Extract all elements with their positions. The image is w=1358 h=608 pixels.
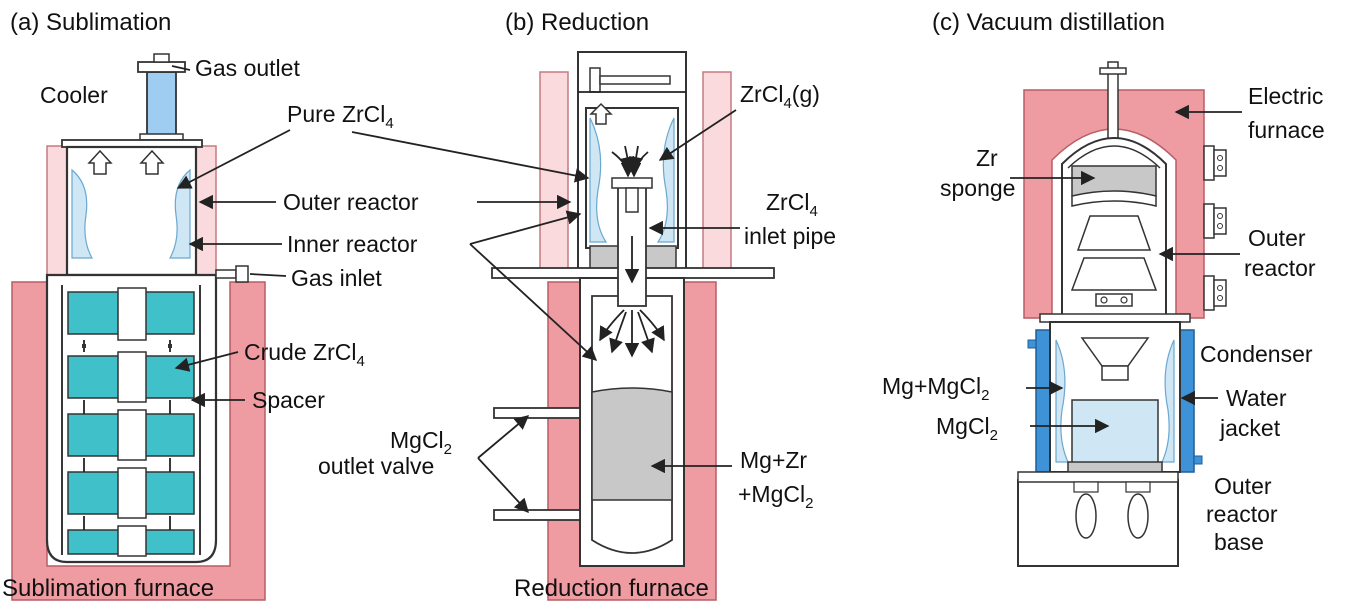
spacers <box>82 287 172 557</box>
label-water: Water <box>1226 385 1287 411</box>
mg-zr-mgcl2-product <box>591 387 673 501</box>
vapor-arrow-right <box>139 149 165 175</box>
label-gas-inlet: Gas inlet <box>291 265 382 291</box>
panel-vacuum-distillation: (c) Vacuum distillation <box>882 9 1325 567</box>
label-base-outer: Outer <box>1214 473 1272 499</box>
label-outer: Outer <box>1248 225 1306 251</box>
mgcl2-liquid <box>1071 399 1159 465</box>
pure-zrcl4-left <box>71 168 94 259</box>
label-inner-reactor: Inner reactor <box>287 231 418 257</box>
outer-reactor-base <box>1017 479 1179 567</box>
label-condenser: Condenser <box>1200 341 1313 367</box>
label-crude-zrcl4: Crude ZrCl4 <box>244 339 365 370</box>
label-base-base: base <box>1214 529 1264 555</box>
label-mgcl2-mix: +MgCl2 <box>738 481 813 512</box>
label-sponge: sponge <box>940 175 1015 201</box>
panel-c-title: (c) Vacuum distillation <box>932 9 1165 36</box>
label-mg-mgcl2: Mg+MgCl2 <box>882 373 989 404</box>
label-sublimation-furnace: Sublimation furnace <box>2 575 214 602</box>
label-outer-reactor: Outer reactor <box>283 189 419 215</box>
upper-heater-left <box>46 145 68 279</box>
label-base-reactor: reactor <box>1206 501 1278 527</box>
panel-reduction: (b) Reduction <box>318 9 836 602</box>
cooler-cylinder <box>146 71 177 137</box>
label-mg-zr: Mg+Zr <box>740 447 807 473</box>
label-cooler: Cooler <box>40 82 108 108</box>
cone-tray-1 <box>1076 215 1152 251</box>
label-mgcl2-c: MgCl2 <box>936 413 998 444</box>
water-jacket-left <box>1035 329 1051 473</box>
label-furnace: furnace <box>1248 117 1325 143</box>
label-reduction-furnace: Reduction furnace <box>514 575 709 602</box>
label-zr: Zr <box>976 145 998 171</box>
label-mgcl2: MgCl2 <box>390 427 452 458</box>
panel-b-title: (b) Reduction <box>505 9 649 36</box>
cone-tray-2 <box>1070 257 1158 291</box>
vapor-arrow-left <box>87 149 113 175</box>
gas-inlet-tube <box>215 265 249 283</box>
panel-sublimation: (a) Sublimation <box>2 9 419 602</box>
upper-heater-right-b <box>702 71 732 271</box>
label-zrcl4-g: ZrCl4(g) <box>740 81 820 112</box>
label-reactor: reactor <box>1244 255 1316 281</box>
label-pure-zrcl4: Pure ZrCl4 <box>287 101 394 132</box>
water-jacket-right <box>1179 329 1195 473</box>
label-gas-outlet: Gas outlet <box>195 55 300 81</box>
side-ports <box>1203 145 1227 311</box>
label-spacer: Spacer <box>252 387 325 413</box>
upper-heater-right <box>195 145 217 279</box>
label-jacket: jacket <box>1219 415 1281 441</box>
panel-a-title: (a) Sublimation <box>10 9 171 36</box>
label-inlet-pipe-1: ZrCl4 <box>766 189 818 220</box>
label-outlet-valve: outlet valve <box>318 453 434 479</box>
label-electric: Electric <box>1248 83 1323 109</box>
cooler-knob <box>153 53 170 63</box>
label-inlet-pipe-2: inlet pipe <box>744 223 836 249</box>
